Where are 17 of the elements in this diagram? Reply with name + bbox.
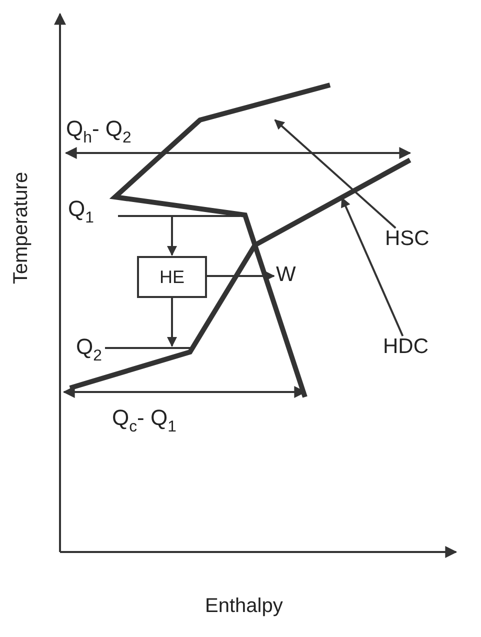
arrow <box>167 298 177 347</box>
axis-label: Temperature <box>11 172 32 284</box>
heat-label: Q$_{2}$ <box>76 336 102 364</box>
arrow <box>207 271 275 281</box>
heat-engine-box: HE <box>137 256 207 298</box>
curve-label: W <box>276 264 296 285</box>
heat-label: Q$_{1}$ <box>68 198 94 226</box>
curve-label: HDC <box>383 336 428 357</box>
curve-label: HSC <box>385 228 430 249</box>
arrow <box>167 217 177 256</box>
axis-label: Enthalpy <box>205 596 283 616</box>
heat-label: Q$_{c}$- Q$_{1}$ <box>112 407 176 436</box>
level-line <box>118 215 240 217</box>
arrow <box>274 119 396 229</box>
arrow <box>341 197 404 336</box>
heat-label: Q$_{h}$- Q$_{2}$ <box>66 118 132 146</box>
level-line <box>105 347 190 349</box>
